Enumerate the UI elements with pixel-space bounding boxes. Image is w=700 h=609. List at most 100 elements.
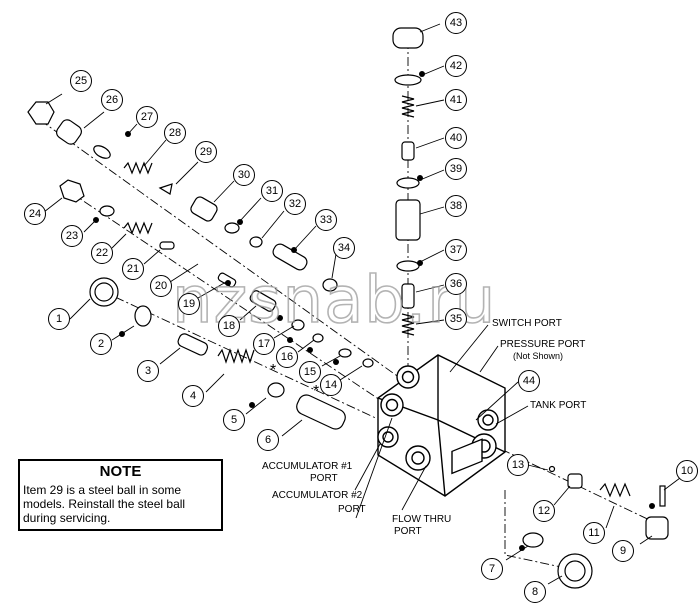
accumulator-1-label: ACCUMULATOR #1 <box>262 461 353 472</box>
callouts: 1 2 3 4 5 6 7 8 9 10 11 12 13 14 15 16 1… <box>24 12 698 603</box>
svg-text:44: 44 <box>523 375 535 387</box>
svg-text:12: 12 <box>538 505 550 517</box>
callout-41: 41 <box>445 89 467 111</box>
callout-13: 13 <box>507 454 529 476</box>
callout-15: 15 <box>299 361 321 383</box>
part-15-o-ring <box>338 348 352 358</box>
part-40-poppet <box>401 141 415 161</box>
svg-text:22: 22 <box>96 247 108 259</box>
callout-39: 39 <box>445 158 467 180</box>
callout-30: 30 <box>233 164 255 186</box>
part-29-ball <box>158 183 173 195</box>
accumulator-1-port: PORT <box>310 473 338 484</box>
callout-17: 17 <box>253 333 275 355</box>
callout-20: 20 <box>150 275 172 297</box>
svg-text:1: 1 <box>56 313 62 325</box>
part-17-o-ring <box>291 319 305 331</box>
svg-text:35: 35 <box>450 313 462 325</box>
svg-text:11: 11 <box>588 527 599 539</box>
part-21-pin <box>159 241 175 250</box>
part-2-o-ring <box>134 305 152 327</box>
flow-thru-port: PORT <box>394 526 422 537</box>
part-34-seal <box>322 278 338 292</box>
svg-text:8: 8 <box>532 586 538 598</box>
part-9-plug <box>645 516 669 540</box>
svg-text:34: 34 <box>338 242 350 254</box>
svg-text:24: 24 <box>29 208 41 220</box>
svg-text:26: 26 <box>106 94 118 106</box>
callout-29: 29 <box>195 141 217 163</box>
callout-25: 25 <box>70 70 92 92</box>
callout-3: 3 <box>137 360 159 382</box>
svg-text:28: 28 <box>169 127 181 139</box>
callout-2: 2 <box>90 333 112 355</box>
callout-31: 31 <box>261 180 283 202</box>
part-31-o-ring <box>224 222 240 234</box>
part-19-spring <box>217 272 237 288</box>
part-38-cartridge <box>395 199 421 241</box>
callout-21: 21 <box>122 258 144 280</box>
callout-5: 5 <box>223 409 245 431</box>
part-22-spring <box>123 221 153 235</box>
callout-12: 12 <box>533 500 555 522</box>
part-13-ball <box>548 465 556 473</box>
part-39-o-ring <box>396 177 420 189</box>
asterisk-mark: * <box>270 362 276 379</box>
pressure-port-label: PRESSURE PORT <box>500 339 585 350</box>
part-14-washer <box>362 358 374 368</box>
svg-text:6: 6 <box>265 434 271 446</box>
callout-8: 8 <box>524 581 546 603</box>
svg-text:18: 18 <box>223 320 235 332</box>
part-10-pin <box>659 485 666 507</box>
assembly-axes <box>39 40 661 571</box>
part-27-o-ring <box>93 145 111 159</box>
svg-text:19: 19 <box>183 298 195 310</box>
note-box: NOTE Item 29 is a steel ball in some mod… <box>18 459 223 531</box>
callout-35: 35 <box>445 308 467 330</box>
svg-text:9: 9 <box>620 545 626 557</box>
part-16-washer <box>312 333 324 343</box>
accumulator-2-port: PORT <box>338 504 366 515</box>
part-42-o-ring <box>394 74 422 86</box>
svg-text:7: 7 <box>489 563 495 575</box>
callout-6: 6 <box>257 429 279 451</box>
svg-text:43: 43 <box>450 17 462 29</box>
part-43-cap <box>392 27 424 49</box>
asterisk-mark: * <box>313 383 319 400</box>
callout-34: 34 <box>333 237 355 259</box>
part-23-o-ring <box>99 205 115 217</box>
svg-text:37: 37 <box>450 244 462 256</box>
svg-text:31: 31 <box>266 185 278 197</box>
svg-text:33: 33 <box>320 214 332 226</box>
svg-text:13: 13 <box>512 459 524 471</box>
callout-14: 14 <box>320 374 342 396</box>
callout-23: 23 <box>61 225 83 247</box>
pressure-port-note: (Not Shown) <box>513 351 563 361</box>
svg-text:38: 38 <box>450 200 462 212</box>
svg-text:39: 39 <box>450 163 462 175</box>
note-title: NOTE <box>99 463 142 480</box>
part-11-spring <box>599 482 631 498</box>
svg-text:20: 20 <box>155 280 167 292</box>
part-25-hex-cap <box>27 101 55 125</box>
svg-text:41: 41 <box>450 94 462 106</box>
part-32-washer <box>249 236 263 248</box>
part-37-o-ring <box>396 260 420 272</box>
callout-22: 22 <box>91 242 113 264</box>
part-30-sleeve <box>190 196 218 222</box>
svg-text:2: 2 <box>98 338 104 350</box>
callout-43: 43 <box>445 12 467 34</box>
svg-text:5: 5 <box>231 414 237 426</box>
svg-text:42: 42 <box>450 60 462 72</box>
svg-text:21: 21 <box>127 263 139 275</box>
svg-text:25: 25 <box>75 75 87 87</box>
note-text: Item 29 is a steel ball in some models. … <box>23 483 186 525</box>
part-18-poppet <box>249 290 277 312</box>
callout-33: 33 <box>315 209 337 231</box>
svg-text:17: 17 <box>258 338 270 350</box>
callout-37: 37 <box>445 239 467 261</box>
part-7-o-ring <box>522 532 544 548</box>
callout-11: 11 <box>583 522 605 544</box>
part-28-spring <box>123 161 153 175</box>
